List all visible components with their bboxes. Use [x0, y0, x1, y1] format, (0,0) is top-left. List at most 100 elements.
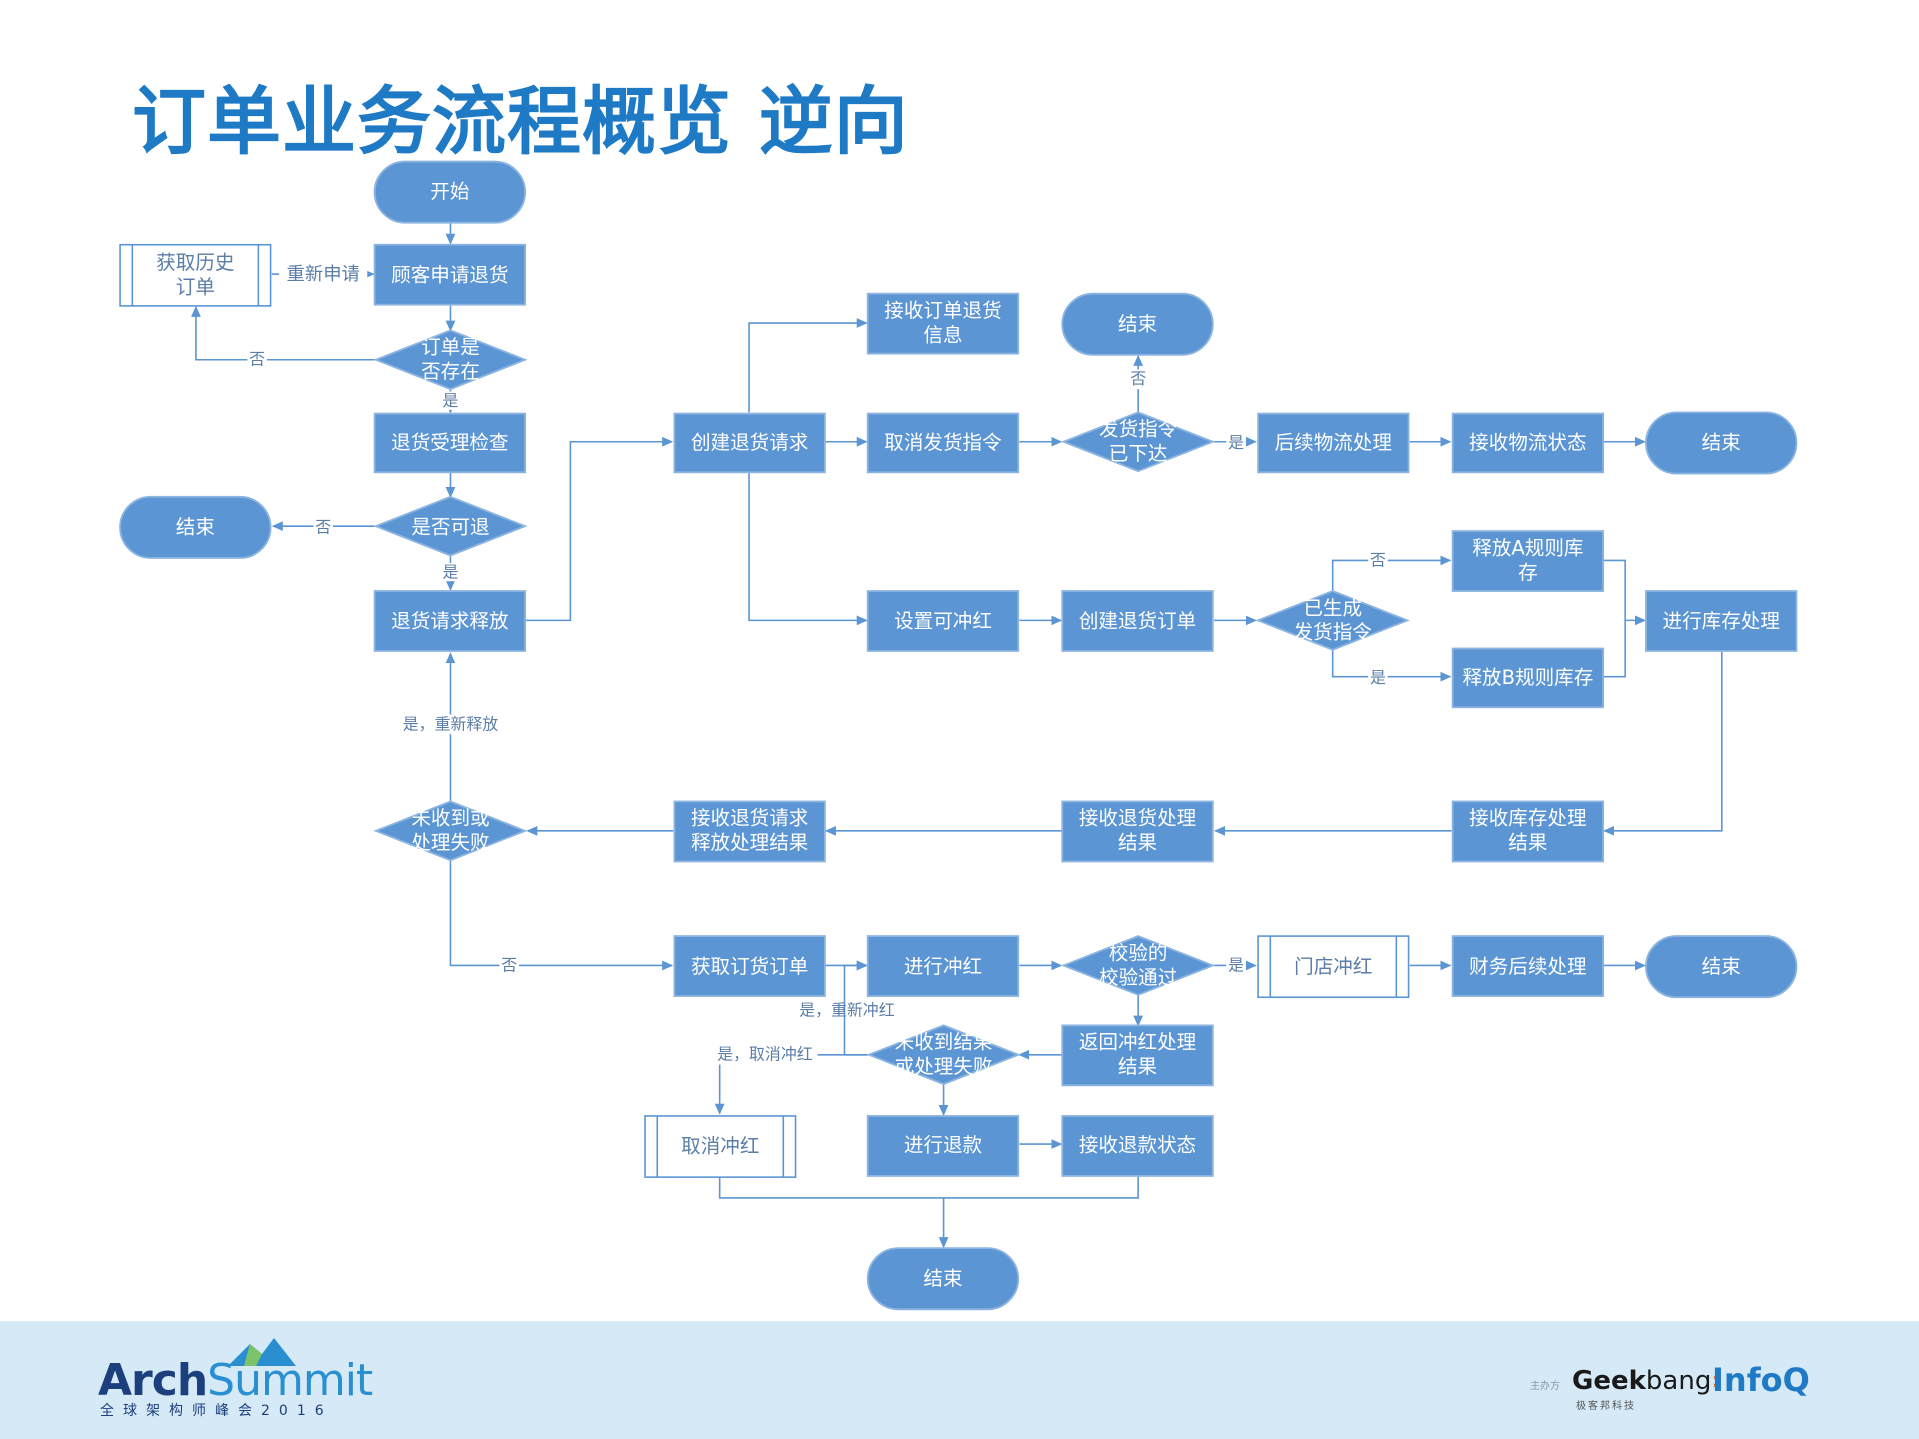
- infoq-logo: InfoQ: [1712, 1361, 1810, 1399]
- return-release-node[interactable]: 退货请求释放: [373, 590, 527, 652]
- node-label-line: 信息: [923, 323, 962, 346]
- receive-logistics-node[interactable]: 接收物流状态: [1451, 412, 1605, 474]
- shipping-generated-decision[interactable]: 已生成发货指令: [1255, 590, 1410, 651]
- edge-labels: 重新申请 否 是 否 是 否 是 否 是 是，重新释放 否 是 是，重新冲红: [247, 264, 1388, 1065]
- node-label-line: 释放B规则库存: [1462, 666, 1593, 689]
- finance-followup-node[interactable]: 财务后续处理: [1451, 935, 1605, 997]
- node-label-line: 设置可冲红: [894, 610, 992, 633]
- nodes: 开始 结束 结束 结束 结束 结束: [119, 160, 1798, 1311]
- create-return-request-node[interactable]: 创建退货请求: [673, 412, 826, 474]
- node-label: 进行退款: [904, 1133, 982, 1156]
- node-label: 结束: [176, 516, 215, 539]
- store-reversal-node[interactable]: 门店冲红: [1257, 935, 1410, 999]
- node-label-line: 发货指令: [1099, 418, 1178, 441]
- edge: [1331, 555, 1452, 592]
- node-label: 取消发货指令: [884, 431, 1002, 454]
- create-return-order-node[interactable]: 创建退货订单: [1061, 590, 1214, 652]
- node-label-line: 校验通过: [1099, 966, 1177, 989]
- receive-refund-node[interactable]: 接收退款状态: [1061, 1115, 1214, 1177]
- edge: [1603, 559, 1626, 678]
- footer-band: [0, 1321, 1919, 1439]
- edge-label: 否: [249, 350, 265, 369]
- node-label: 后续物流处理: [1275, 431, 1392, 454]
- node-label-line: 已下达: [1109, 442, 1168, 465]
- do-refund-node[interactable]: 进行退款: [866, 1115, 1020, 1177]
- node-label: 接收退货处理结果: [1079, 807, 1196, 854]
- node-label: 释放B规则库存: [1462, 666, 1593, 689]
- node-label-line: 取消冲红: [681, 1135, 759, 1158]
- node-label: 接收库存处理结果: [1469, 807, 1586, 854]
- end-node-bottom[interactable]: 结束: [866, 1247, 1020, 1311]
- not-received-decision[interactable]: 未收到或处理失败: [373, 800, 528, 862]
- order-exists-decision[interactable]: 订单是否存在: [373, 329, 528, 391]
- edge: [718, 1175, 1139, 1199]
- node-label-line: 后续物流处理: [1275, 431, 1392, 454]
- edge-label: 重新申请: [287, 264, 360, 285]
- edge-label: 是，取消冲红: [717, 1045, 812, 1064]
- edge: [1603, 650, 1723, 836]
- logistics-followup-node[interactable]: 后续物流处理: [1257, 412, 1410, 474]
- edge-label: 否: [1370, 550, 1386, 569]
- receive-return-result-node[interactable]: 接收退货处理结果: [1061, 800, 1214, 863]
- get-history-node[interactable]: 获取历史订单: [119, 243, 272, 307]
- receive-return-info-node[interactable]: 接收订单退货信息: [866, 292, 1020, 355]
- node-label-line: 订单: [176, 276, 215, 299]
- shipping-issued-decision[interactable]: 发货指令已下达: [1061, 411, 1216, 473]
- edge: [748, 318, 868, 413]
- end-node-top[interactable]: 结束: [1061, 292, 1214, 356]
- edge: [748, 472, 868, 626]
- node-label-line: 开始: [430, 180, 469, 203]
- cancel-reversal-node[interactable]: 取消冲红: [644, 1115, 797, 1178]
- logo-geek: Geek: [1572, 1366, 1646, 1396]
- release-a-node[interactable]: 释放A规则库存: [1451, 530, 1605, 592]
- can-return-decision[interactable]: 是否可退: [373, 495, 528, 557]
- end-node-logistics[interactable]: 结束: [1645, 411, 1798, 475]
- node-label-line: 获取订货订单: [691, 955, 808, 978]
- node-label: 开始: [430, 180, 469, 203]
- page-title: 订单业务流程概览 逆向: [132, 79, 909, 165]
- node-label-line: 顾客申请退货: [391, 263, 508, 286]
- geekbang-logo: Geekbang›: [1572, 1366, 1723, 1396]
- logo-summit: Summit: [207, 1355, 373, 1406]
- node-label: 结束: [1702, 431, 1741, 454]
- edge-label: 否: [501, 955, 517, 974]
- verify-pass-decision[interactable]: 校验的校验通过: [1061, 935, 1216, 996]
- end-node-left[interactable]: 结束: [119, 495, 272, 559]
- archsummit-logo: ArchSummit: [98, 1355, 373, 1406]
- edge-label: 否: [1130, 369, 1146, 388]
- node-label: 创建退货请求: [691, 431, 808, 454]
- inventory-process-node[interactable]: 进行库存处理: [1645, 590, 1798, 652]
- not-received2-decision[interactable]: 未收到结果或处理失败: [866, 1024, 1021, 1086]
- node-label: 结束: [923, 1267, 962, 1290]
- start-node[interactable]: 开始: [373, 160, 527, 224]
- node-label: 进行冲红: [904, 955, 982, 978]
- archsummit-subtitle: 全球架构师峰会2016: [100, 1403, 333, 1419]
- receive-inventory-result-node[interactable]: 接收库存处理结果: [1451, 800, 1605, 863]
- node-label-line: 结果: [1118, 831, 1157, 854]
- return-reversal-result-node[interactable]: 返回冲红处理结果: [1061, 1024, 1214, 1087]
- customer-apply-node[interactable]: 顾客申请退货: [373, 243, 527, 306]
- host-label: 主办方: [1530, 1381, 1560, 1392]
- node-label-line: 结束: [1702, 955, 1741, 978]
- footer-divider: [112, 1318, 1807, 1321]
- edge-label: 否: [315, 517, 331, 536]
- receive-release-result-node[interactable]: 接收退货请求释放处理结果: [673, 800, 826, 863]
- cancel-shipping-node[interactable]: 取消发货指令: [866, 412, 1020, 474]
- node-label: 未收到结果或处理失败: [895, 1031, 993, 1078]
- node-label-line: 接收物流状态: [1469, 431, 1586, 454]
- release-b-node[interactable]: 释放B规则库存: [1451, 647, 1605, 709]
- end-node-finance[interactable]: 结束: [1645, 935, 1798, 999]
- node-label: 获取订货订单: [691, 955, 808, 978]
- do-reversal-node[interactable]: 进行冲红: [866, 935, 1020, 997]
- get-order-node[interactable]: 获取订货订单: [673, 935, 826, 997]
- node-label-line: 否存在: [421, 360, 480, 383]
- node-label-line: 财务后续处理: [1469, 955, 1586, 978]
- node-label-line: 未收到结果: [895, 1031, 993, 1054]
- node-label: 释放A规则库存: [1472, 536, 1583, 583]
- return-check-node[interactable]: 退货受理检查: [373, 412, 527, 474]
- edge-label: 是: [443, 391, 459, 410]
- set-reversible-node[interactable]: 设置可冲红: [866, 590, 1020, 652]
- node-label-line: 结束: [176, 516, 215, 539]
